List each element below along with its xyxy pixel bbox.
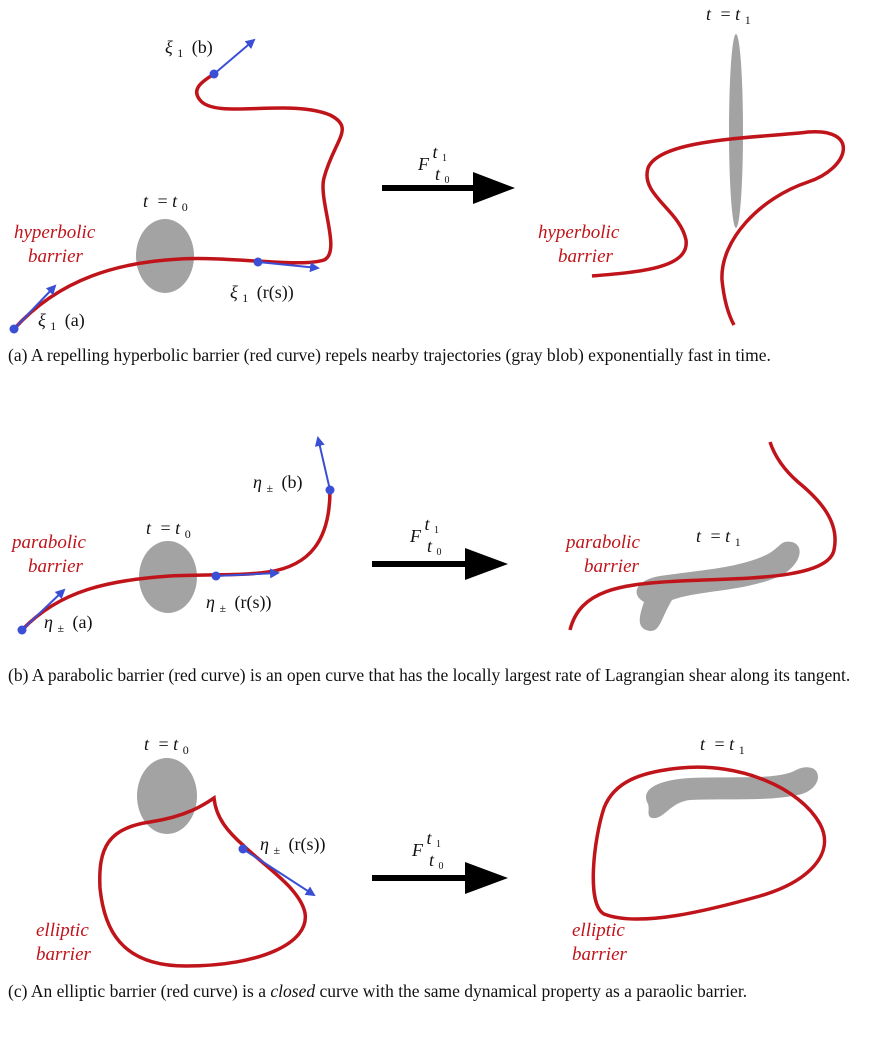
caption-a: (a) A repelling hyperbolic barrier (red … (8, 345, 771, 365)
barrier-label-line2: barrier (28, 556, 84, 577)
point-rs (238, 844, 248, 854)
barrier-label-line1: elliptic (36, 920, 89, 941)
barrier-after-label-line2: barrier (558, 246, 614, 267)
caption-c-before: (c) An elliptic barrier (red curve) is a (8, 981, 271, 1001)
flow-map-label: F t 1 t 0 (409, 514, 444, 558)
parabolic-barrier-curve-advected (568, 441, 837, 631)
vector-label-rs: ξ 1 (r(s)) (230, 282, 294, 306)
elliptic-barrier-curve-advected (591, 765, 827, 921)
barrier-after-label-line2: barrier (584, 556, 640, 577)
trajectory-blob-initial (136, 219, 194, 293)
tangent-vector-a (13, 284, 57, 330)
panel-b: parabolic barrier t = t 0 η ± (b) η ± (a… (0, 430, 882, 720)
vector-label-rs: η ± (r(s)) (206, 592, 272, 616)
panel-a-diagram: hyperbolic barrier t = t 0 ξ 1 (b) ξ 1 (… (9, 4, 845, 334)
flow-map-label: F t 1 t 0 (411, 828, 446, 872)
panel-c-diagram: elliptic barrier t = t 0 η ± (r(s)) F t … (36, 734, 827, 968)
flow-map-arrow (382, 172, 515, 204)
trajectory-blob-sheared (636, 541, 800, 631)
tangent-vector-rs (257, 261, 320, 273)
hyperbolic-barrier-curve (12, 72, 344, 331)
barrier-label-line2: barrier (36, 944, 92, 965)
caption-c-after: curve with the same dynamical property a… (315, 981, 748, 1001)
barrier-label-line2: barrier (28, 246, 84, 267)
time-label-t1: t = t 1 (706, 4, 751, 27)
caption-b: (b) A parabolic barrier (red curve) is a… (8, 665, 851, 685)
tangent-vector-rs (215, 568, 280, 579)
panel-b-diagram: parabolic barrier t = t 0 η ± (b) η ± (a… (10, 436, 837, 636)
caption-c-emphasis: closed (270, 981, 316, 1001)
tangent-vector-b (213, 38, 256, 75)
point-rs (253, 257, 263, 267)
barrier-label-line1: parabolic (10, 532, 86, 553)
barrier-after-label-line1: hyperbolic (538, 222, 620, 243)
vector-label-b: η ± (b) (253, 472, 303, 496)
time-label-t0: t = t 0 (143, 191, 188, 214)
point-b (325, 485, 335, 495)
flow-map-arrow (372, 548, 508, 580)
vector-label-a: η ± (a) (44, 612, 93, 636)
barrier-after-label-line2: barrier (572, 944, 628, 965)
barrier-after-label-line1: parabolic (564, 532, 640, 553)
vector-label-a: ξ 1 (a) (38, 310, 85, 334)
hyperbolic-barrier-curve-advected (591, 130, 845, 326)
trajectory-blob-stretched (729, 34, 743, 228)
time-label-t1: t = t 1 (700, 734, 745, 757)
time-label-t0: t = t 0 (144, 734, 189, 757)
vector-label-rs: η ± (r(s)) (260, 834, 326, 858)
point-b (209, 69, 219, 79)
panel-c: elliptic barrier t = t 0 η ± (r(s)) F t … (0, 728, 882, 1043)
time-label-t0: t = t 0 (146, 518, 191, 541)
point-rs (211, 571, 221, 581)
caption-c: (c) An elliptic barrier (red curve) is a… (8, 980, 874, 1002)
tangent-vector-b (314, 436, 331, 491)
barrier-after-label-line1: elliptic (572, 920, 625, 941)
time-label-t1: t = t 1 (696, 526, 741, 549)
tangent-vector-a (21, 588, 66, 631)
trajectory-blob-sheared (645, 767, 818, 819)
barrier-label-line1: hyperbolic (14, 222, 96, 243)
point-a (9, 324, 19, 334)
vector-label-b: ξ 1 (b) (165, 37, 213, 61)
elliptic-barrier-curve (98, 794, 307, 968)
flow-map-arrow (372, 862, 508, 894)
flow-map-label: F t 1 t 0 (417, 142, 452, 186)
point-a (17, 625, 27, 635)
tangent-vector-rs (242, 848, 316, 897)
panel-a: hyperbolic barrier t = t 0 ξ 1 (b) ξ 1 (… (0, 0, 882, 400)
